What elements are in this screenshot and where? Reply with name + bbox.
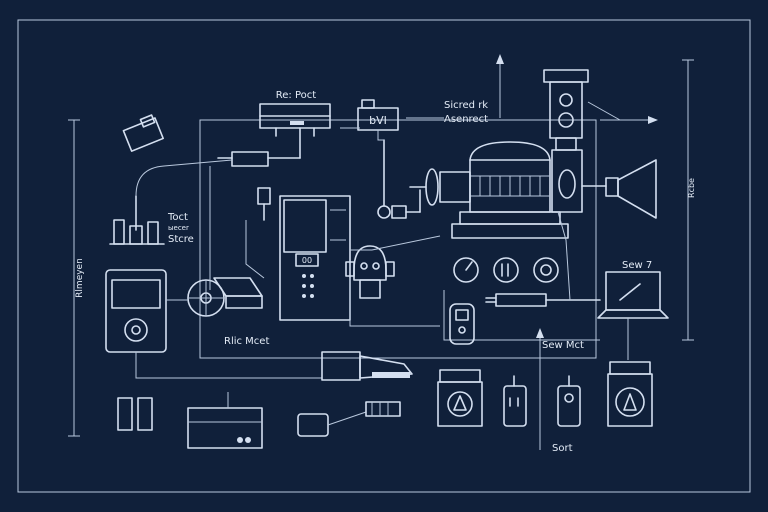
laptop	[597, 271, 669, 319]
right-dimension-line	[682, 59, 694, 341]
top-receiver-device	[259, 103, 331, 137]
gauge-2	[493, 257, 519, 283]
bottom-vertical-arrow	[536, 328, 544, 450]
display-readout: 00	[302, 256, 312, 265]
ram-stick	[365, 401, 401, 417]
memory-card	[122, 114, 164, 152]
remote-control	[449, 303, 475, 345]
bottom-left-frame-label: Rlic Mcet	[224, 336, 269, 347]
charger-box	[297, 411, 367, 437]
projector	[213, 277, 263, 309]
media-player	[105, 269, 167, 353]
bottom-router	[321, 351, 413, 381]
arrow-to-right-top	[587, 101, 658, 124]
meter-module	[503, 375, 527, 427]
bin-warning-right	[607, 361, 653, 427]
hdmi-connector	[217, 127, 301, 167]
plug-connector	[485, 293, 601, 307]
valve-fitting	[377, 139, 421, 219]
robot-head	[345, 245, 395, 299]
usb-stick	[257, 187, 271, 221]
gauge-1	[453, 257, 479, 283]
outer-border	[17, 19, 751, 493]
display-device	[279, 195, 351, 321]
camera-tower	[543, 69, 589, 213]
fan-disc	[187, 279, 225, 317]
gauge-3	[533, 257, 559, 283]
left-axis-label: Rlmeyen	[75, 258, 85, 298]
left-label-line1: Toct	[167, 212, 188, 223]
sensor-module	[557, 375, 581, 427]
sort-label: Sort	[552, 443, 573, 454]
turbine-engine	[409, 141, 569, 239]
top-device-label: Re: Poct	[276, 90, 316, 101]
sensor-cluster	[109, 195, 165, 245]
bottom-right-frame-label: Sew Mct	[542, 340, 584, 351]
right-axis-label: Rcbe	[687, 178, 696, 198]
wire-network	[135, 117, 629, 379]
stored-label-line2: Asenrect	[444, 114, 488, 125]
left-label-line2: ыecer	[168, 224, 189, 232]
bottom-left-module-a	[117, 397, 153, 431]
bin-warning-left	[437, 369, 483, 427]
inner-frame	[199, 119, 597, 359]
left-dimension-line	[68, 119, 80, 437]
bottom-dvr	[187, 392, 263, 449]
center-vertical-arrow	[496, 54, 504, 118]
stored-label-line1: Sicred rk	[444, 100, 488, 111]
camera-box-label: bVI	[369, 114, 387, 127]
horn-speaker	[581, 159, 657, 219]
left-label-line3: Stcre	[168, 234, 194, 245]
sew-label: Sew 7	[622, 260, 652, 271]
